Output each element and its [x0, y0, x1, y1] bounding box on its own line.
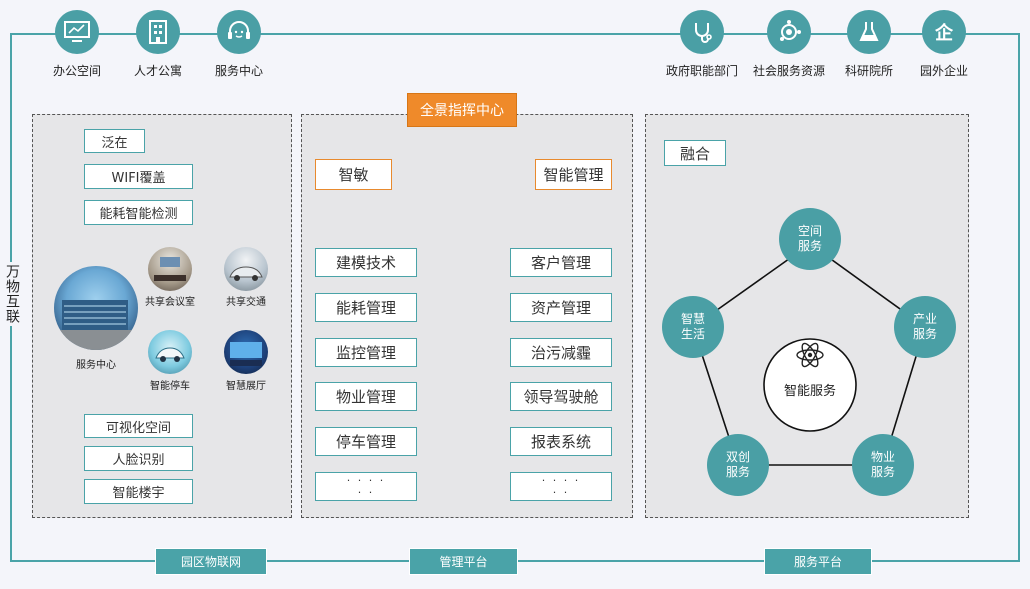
top-icon-apartment: 人才公寓 [118, 10, 198, 79]
top-icon-label: 服务中心 [214, 64, 263, 78]
qi-glyph: 企 [935, 23, 953, 44]
middle-right-item: 治污减霾 [510, 338, 612, 367]
left-item-energy: 能耗智能检测 [84, 200, 193, 225]
smart-hall-photo [224, 330, 268, 374]
photo-caption: 服务中心 [76, 360, 116, 371]
node-industry-service: 产业服务 [894, 296, 956, 358]
top-icon-office: 办公空间 [37, 10, 117, 79]
middle-right-item: · · · · · · [510, 472, 612, 501]
frame-right-line [1018, 33, 1020, 561]
node-label: 产业服务 [912, 312, 937, 341]
middle-title-smart: 智敏 [315, 159, 392, 190]
top-icon-social-resources: 社会服务资源 [749, 10, 829, 79]
left-item-ubiquitous: 泛在 [84, 129, 145, 153]
left-item-visual-space: 可视化空间 [84, 414, 193, 438]
middle-left-item: 物业管理 [315, 382, 417, 411]
top-icon-research: 科研院所 [829, 10, 909, 79]
middle-title-management: 智能管理 [535, 159, 612, 190]
qi-icon: 企 [922, 10, 966, 54]
monitor-chart-icon [55, 10, 99, 54]
node-label: 空间服务 [797, 224, 822, 253]
photo-caption: 共享交通 [226, 297, 266, 308]
middle-right-item: 客户管理 [510, 248, 612, 277]
tab-iot[interactable]: 园区物联网 [155, 548, 267, 575]
node-smart-life: 智慧生活 [662, 296, 724, 358]
frame-top-line [10, 33, 1020, 35]
top-icon-label: 社会服务资源 [752, 64, 825, 78]
photo-caption: 共享会议室 [145, 297, 195, 308]
top-icon-label: 政府职能部门 [665, 64, 738, 78]
middle-right-item: 报表系统 [510, 427, 612, 456]
top-icon-label: 办公空间 [52, 64, 101, 78]
top-icon-government: 政府职能部门 [662, 10, 742, 79]
top-icon-label: 科研院所 [844, 64, 893, 78]
node-label: 双创服务 [725, 450, 750, 479]
node-innovation-service: 双创服务 [707, 434, 769, 496]
middle-right-item: 资产管理 [510, 293, 612, 322]
tab-service-platform[interactable]: 服务平台 [764, 548, 872, 575]
left-item-wifi: WIFI覆盖 [84, 164, 193, 189]
left-item-face-recognition: 人脸识别 [84, 446, 193, 471]
building-icon [136, 10, 180, 54]
middle-left-item: 停车管理 [315, 427, 417, 456]
service-center-photo [54, 266, 138, 350]
node-space-service: 空间服务 [779, 208, 841, 270]
side-label: 万物互联 [2, 262, 20, 326]
tab-management-platform[interactable]: 管理平台 [409, 548, 518, 575]
top-icon-service-center: 服务中心 [199, 10, 279, 79]
command-center-header: 全景指挥中心 [407, 93, 517, 127]
smart-service-label: 智能服务 [783, 384, 836, 399]
node-property-service: 物业服务 [852, 434, 914, 496]
atom-icon [795, 340, 825, 370]
stethoscope-icon [680, 10, 724, 54]
shared-traffic-photo [224, 247, 268, 291]
top-icon-label: 园外企业 [919, 64, 968, 78]
smart-parking-photo [148, 330, 192, 374]
middle-left-item: 建模技术 [315, 248, 417, 277]
flask-icon [847, 10, 891, 54]
top-icon-label: 人才公寓 [133, 64, 182, 78]
middle-left-item: · · · · · · [315, 472, 417, 501]
node-label: 智慧生活 [680, 312, 705, 341]
photo-caption: 智慧展厅 [226, 381, 266, 392]
middle-left-item: 能耗管理 [315, 293, 417, 322]
fusion-title: 融合 [664, 140, 726, 166]
photo-caption: 智能停车 [150, 381, 190, 392]
left-item-smart-building: 智能楼宇 [84, 479, 193, 504]
headset-icon [217, 10, 261, 54]
top-icon-enterprises: 企 园外企业 [904, 10, 984, 79]
meeting-room-photo [148, 247, 192, 291]
middle-left-item: 监控管理 [315, 338, 417, 367]
middle-right-item: 领导驾驶舱 [510, 382, 612, 411]
node-label: 物业服务 [870, 450, 895, 479]
network-icon [767, 10, 811, 54]
